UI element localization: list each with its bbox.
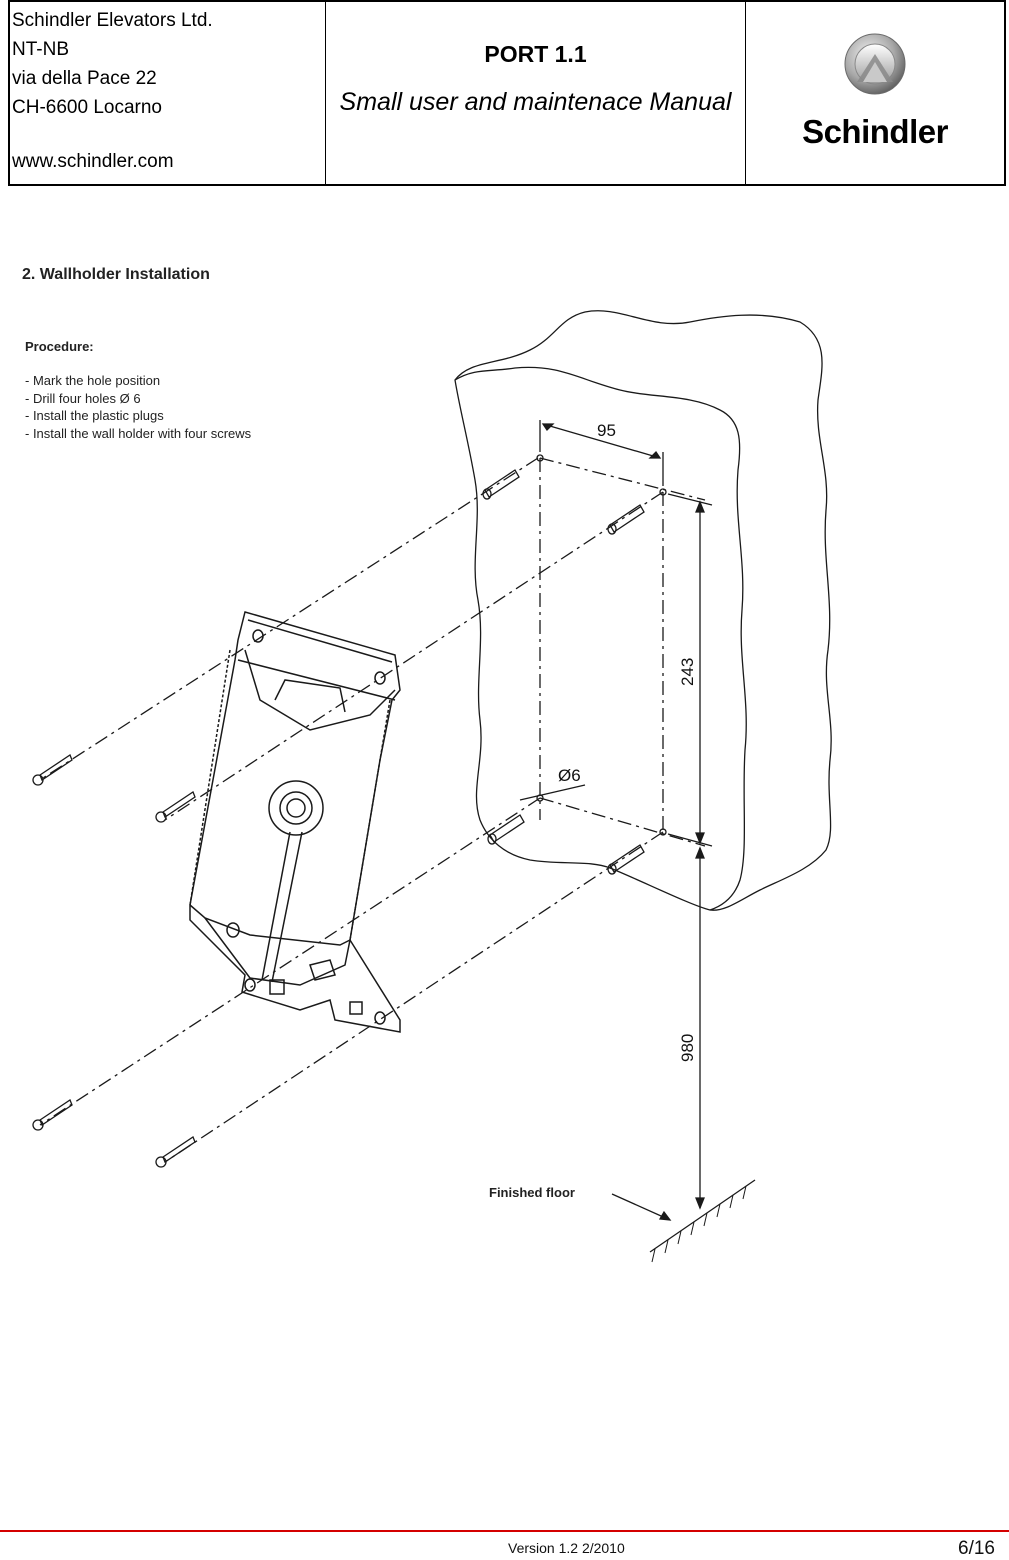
company-website: www.schindler.com — [12, 151, 174, 172]
company-city: CH-6600 Locarno — [12, 97, 162, 118]
dimension-hole-label: Ø6 — [558, 766, 581, 785]
installation-diagram: 95 243 Ø6 980 Finished floor — [32, 310, 832, 1263]
procedure-title: Procedure: — [25, 339, 94, 354]
procedure-step: - Drill four holes Ø 6 — [25, 390, 141, 406]
company-street: via della Pace 22 — [12, 68, 157, 89]
company-address-block: Schindler Elevators Ltd. NT-NB via della… — [10, 2, 326, 184]
wall-plug-icon — [482, 469, 520, 500]
logo-block: Schindler — [746, 2, 1004, 184]
footer-rule — [0, 1530, 1009, 1532]
procedure-step: - Mark the hole position — [25, 373, 161, 388]
screw-icon — [32, 1099, 73, 1131]
dimension-height-label: 243 — [678, 658, 697, 686]
schindler-logo-icon — [844, 33, 906, 95]
document-title-block: PORT 1.1 Small user and maintenace Manua… — [326, 2, 746, 184]
procedure-block: Procedure: - Mark the hole position - Dr… — [25, 339, 251, 442]
dimension-floor-label: 980 — [678, 1034, 697, 1062]
document-subtitle: Small user and maintenace Manual — [339, 88, 732, 116]
wall-plug-icon — [607, 844, 645, 875]
wall-front-edge — [454, 366, 747, 911]
section-heading: 2. Wallholder Installation — [22, 266, 210, 283]
version-label: Version 1.2 2/2010 — [508, 1540, 625, 1556]
wall-plug-icon — [607, 504, 645, 535]
screw-icon — [155, 791, 196, 823]
document-title: PORT 1.1 — [484, 41, 587, 67]
wall-plug-icon — [487, 814, 525, 845]
dimension-width-label: 95 — [597, 421, 616, 440]
company-department: NT-NB — [12, 39, 69, 60]
page-number: 6/16 — [958, 1538, 995, 1559]
finished-floor-label: Finished floor — [489, 1185, 575, 1200]
logo-wordmark: Schindler — [802, 113, 948, 150]
screw-icon — [32, 754, 73, 786]
wall-outline — [454, 310, 832, 911]
procedure-step: - Install the wall holder with four scre… — [25, 425, 252, 441]
document-header: Schindler Elevators Ltd. NT-NB via della… — [8, 0, 1006, 186]
wall-holder-bracket — [189, 611, 401, 1033]
procedure-step: - Install the plastic plugs — [25, 408, 164, 423]
screw-icon — [155, 1136, 196, 1168]
company-name: Schindler Elevators Ltd. — [12, 10, 213, 31]
